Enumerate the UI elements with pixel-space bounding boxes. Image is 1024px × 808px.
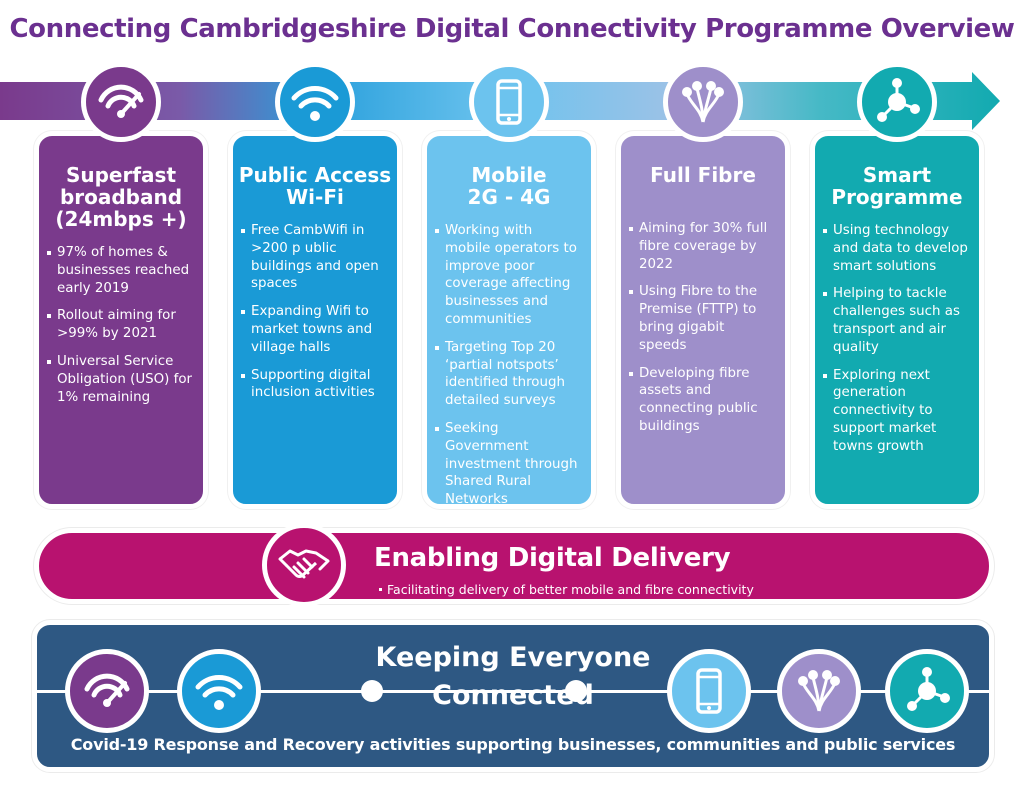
- wifi-icon: [177, 649, 261, 733]
- column-title: Full Fibre: [650, 163, 756, 187]
- speedometer-wifi-icon: [81, 62, 161, 142]
- column-superfast-broadband: Superfast broadband (24mbps +) 97% of ho…: [34, 131, 208, 509]
- column-full-fibre: Full Fibre Aiming for 30% full fibre cov…: [616, 131, 790, 509]
- column-bullets: Aiming for 30% full fibre coverage by 20…: [621, 220, 785, 436]
- column-bullets: 97% of homes & businesses reached early …: [39, 244, 203, 406]
- mobile-phone-icon: [667, 649, 751, 733]
- list-item: Expanding Wifi to market towns and villa…: [241, 303, 387, 356]
- list-item: Working with mobile operators to improve…: [435, 222, 581, 329]
- list-item: Supporting digital inclusion activities: [241, 367, 387, 403]
- enabling-bullet: Facilitating delivery of better mobile a…: [379, 582, 754, 597]
- network-hub-icon: [885, 649, 969, 733]
- keeping-connected-panel: Keeping Everyone Connected: [32, 620, 994, 772]
- mobile-phone-icon: [469, 62, 549, 142]
- column-bullets: Working with mobile operators to improve…: [427, 222, 591, 509]
- column-smart-programme: Smart Programme Using technology and dat…: [810, 131, 984, 509]
- column-bullets: Free CambWifi in >200 p ublic buildings …: [233, 222, 397, 402]
- enabling-title: Enabling Digital Delivery: [374, 543, 731, 573]
- list-item: Exploring next generation connectivity t…: [823, 367, 969, 456]
- handshake-icon: [262, 523, 346, 607]
- list-item: Universal Service Obligation (USO) for 1…: [47, 353, 193, 405]
- connector-line: [37, 690, 989, 693]
- speedometer-wifi-icon: [65, 649, 149, 733]
- column-title: Superfast broadband (24mbps +): [55, 163, 187, 231]
- keeping-caption: Covid-19 Response and Recovery activitie…: [70, 735, 956, 754]
- connector-dot: [361, 680, 383, 702]
- list-item: Helping to tackle challenges such as tra…: [823, 285, 969, 356]
- list-item: Targeting Top 20 ‘partial notspots’ iden…: [435, 339, 581, 410]
- column-title: Mobile 2G - 4G: [467, 163, 551, 209]
- page-title: Connecting Cambridgeshire Digital Connec…: [9, 14, 1015, 44]
- keeping-title: Keeping Everyone Connected: [375, 642, 651, 711]
- fibre-optic-icon: [777, 649, 861, 733]
- column-public-wifi: Public Access Wi-Fi Free CambWifi in >20…: [228, 131, 402, 509]
- list-item: Using Fibre to the Premise (FTTP) to bri…: [629, 283, 775, 354]
- fibre-optic-icon: [663, 62, 743, 142]
- column-title: Smart Programme: [831, 163, 963, 209]
- column-bullets: Using technology and data to develop sma…: [815, 222, 979, 456]
- list-item: Developing fibre assets and connecting p…: [629, 365, 775, 436]
- list-item: Free CambWifi in >200 p ublic buildings …: [241, 222, 387, 293]
- list-item: Aiming for 30% full fibre coverage by 20…: [629, 220, 775, 273]
- enabling-banner: Enabling Digital Delivery Facilitating d…: [34, 528, 994, 604]
- list-item: 97% of homes & businesses reached early …: [47, 244, 193, 297]
- list-item: Rollout aiming for >99% by 2021: [47, 307, 193, 343]
- wifi-icon: [275, 62, 355, 142]
- list-item: Using technology and data to develop sma…: [823, 223, 968, 274]
- network-hub-icon: [857, 62, 937, 142]
- column-title: Public Access Wi-Fi: [238, 163, 392, 209]
- list-item: Seeking Government investment through Sh…: [435, 420, 581, 509]
- connector-dot: [565, 680, 587, 702]
- column-mobile: Mobile 2G - 4G Working with mobile opera…: [422, 131, 596, 509]
